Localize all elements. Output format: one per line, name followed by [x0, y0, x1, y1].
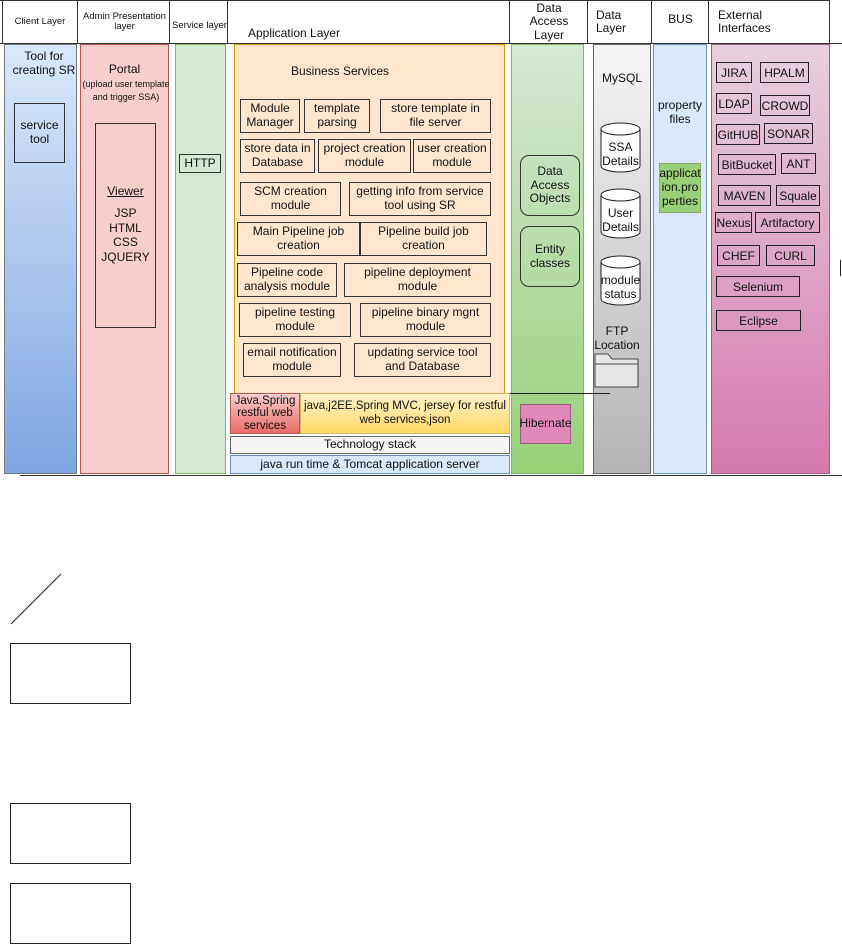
getting-info-box: getting info from service tool using SR — [349, 182, 491, 216]
ssa-details-label: SSA Details — [602, 140, 639, 168]
user-creation-box: user creation module — [413, 139, 491, 173]
folder-icon — [594, 353, 639, 388]
store-template-box: store template in file server — [380, 99, 491, 133]
portal-label: Portal — [108, 62, 141, 76]
module-status-label: module status — [600, 273, 641, 301]
bitbucket-box: BitBucket — [718, 154, 776, 175]
curl-box: CURL — [766, 245, 815, 266]
pipeline-deployment-box: pipeline deployment module — [344, 263, 491, 297]
diagram-top-border — [0, 0, 830, 1]
empty-box-1 — [10, 643, 131, 704]
pipeline-binary-box: pipeline binary mgnt module — [360, 303, 491, 337]
chef-box: CHEF — [717, 245, 760, 266]
selenium-box: Selenium — [716, 276, 800, 297]
tool-for-creating-sr-label: Tool for creating SR — [12, 49, 76, 78]
email-notification-box: email notification module — [243, 343, 341, 377]
hibernate-box: Hibernate — [519, 404, 572, 444]
pipeline-code-analysis-box: Pipeline code analysis module — [237, 263, 337, 297]
main-pipeline-box: Main Pipeline job creation — [237, 222, 360, 256]
right-edge-mark — [840, 260, 841, 276]
user-details-cylinder: User Details — [600, 188, 641, 239]
entity-classes-box: Entity classes — [520, 226, 580, 287]
mysql-label: MySQL — [601, 71, 642, 85]
updating-service-tool-box: updating service tool and Database — [354, 343, 491, 377]
crowd-box: CROWD — [760, 95, 810, 116]
technology-stack-label: Technology stack — [230, 436, 510, 454]
application-lane — [234, 44, 505, 396]
header-application-layer: Application Layer — [230, 0, 510, 44]
diagram-bottom-border — [20, 475, 842, 476]
empty-box-2 — [10, 803, 131, 864]
viewer-tech-list: JSP HTML CSS JQUERY — [101, 206, 150, 264]
ftp-location-label: FTP Location — [594, 324, 640, 353]
nexus-box: Nexus — [715, 212, 752, 233]
portal-note: (upload user template and trigger SSA) — [82, 79, 170, 103]
data-access-lane — [511, 44, 584, 474]
module-status-cylinder: module status — [600, 255, 641, 306]
user-details-label: User Details — [602, 206, 639, 234]
diagonal-line — [10, 573, 62, 625]
hpalm-box: HPALM — [760, 62, 809, 83]
header-data-layer: Data Layer — [590, 0, 652, 44]
header-external-interfaces: External Interfaces — [710, 0, 830, 44]
cylinder-shape — [600, 255, 641, 306]
github-box: GitHUB — [716, 124, 760, 145]
pipeline-testing-box: pipeline testing module — [239, 303, 351, 337]
sonar-box: SONAR — [764, 123, 813, 144]
jira-box: JIRA — [716, 62, 752, 83]
bus-lane — [653, 44, 707, 474]
java-j2ee-box: java,j2EE,Spring MVC, jersey for restful… — [300, 393, 510, 434]
application-properties-box: applicat ion.pro perties — [659, 163, 701, 213]
diagram-header-bottom-border — [0, 43, 842, 44]
pipeline-build-box: Pipeline build job creation — [360, 222, 487, 256]
connector-line — [510, 393, 610, 394]
cylinder-shape — [600, 122, 641, 173]
cylinder-shape — [600, 188, 641, 239]
viewer-label: Viewer — [107, 184, 144, 198]
data-access-objects-box: Data Access Objects — [520, 155, 580, 216]
http-box: HTTP — [179, 154, 221, 173]
header-service-layer: Service layer — [172, 0, 228, 44]
ant-box: ANT — [781, 153, 816, 174]
ldap-box: LDAP — [716, 93, 752, 114]
header-bus: BUS — [653, 0, 709, 44]
admin-lane — [80, 44, 169, 474]
header-data-access-layer: Data Access Layer — [511, 0, 588, 44]
header-admin-layer: Admin Presentation layer — [80, 0, 170, 44]
header-client-layer: Client Layer — [2, 0, 78, 44]
runtime-box: java run time & Tomcat application serve… — [230, 455, 510, 474]
business-services-title: Business Services — [290, 64, 390, 78]
service-tool-box: service tool — [14, 103, 65, 163]
external-lane — [711, 44, 830, 474]
artifactory-box: Artifactory — [755, 212, 820, 233]
property-files-label: property files — [657, 98, 703, 127]
empty-box-3 — [10, 883, 131, 944]
ssa-details-cylinder: SSA Details — [600, 122, 641, 173]
project-creation-box: project creation module — [318, 139, 411, 173]
eclipse-box: Eclipse — [716, 310, 801, 331]
store-data-box: store data in Database — [240, 139, 315, 173]
scm-creation-box: SCM creation module — [240, 182, 341, 216]
java-spring-box: Java,Spring restful web services — [230, 393, 300, 434]
service-lane — [175, 44, 226, 474]
viewer-box: Viewer JSP HTML CSS JQUERY — [95, 123, 156, 328]
template-parsing-box: template parsing — [304, 99, 370, 133]
module-manager-box: Module Manager — [240, 99, 300, 133]
maven-box: MAVEN — [718, 185, 771, 206]
squale-box: Squale — [776, 185, 820, 206]
